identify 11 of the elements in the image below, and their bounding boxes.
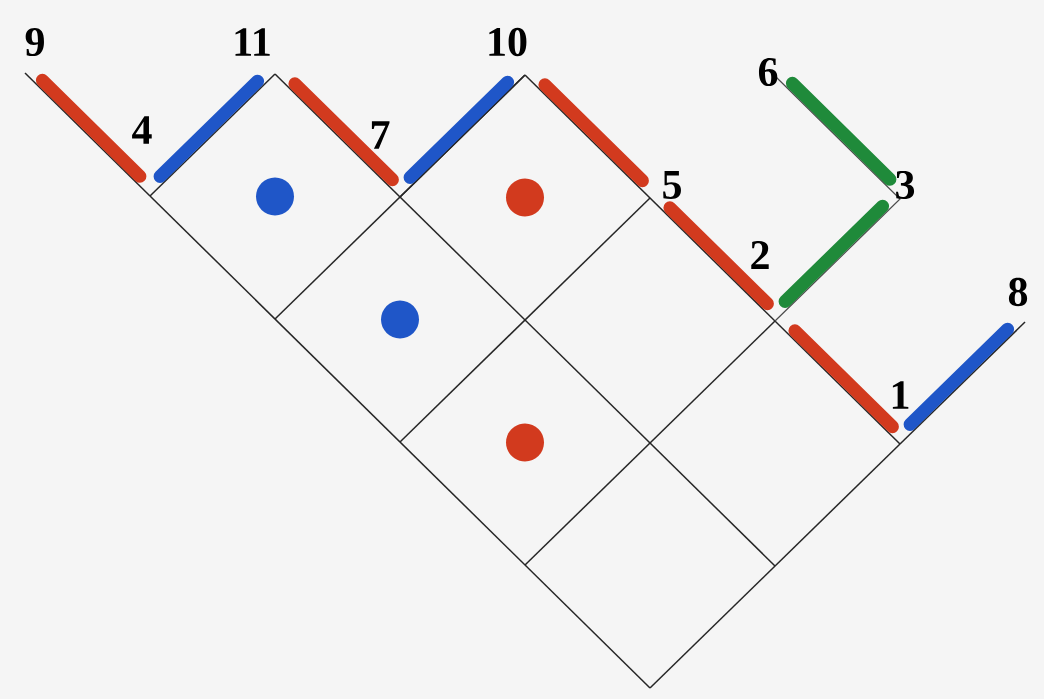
callout-number: 2 [751, 241, 769, 269]
callout-number: 8 [1008, 277, 1028, 307]
callout-number: 9 [25, 27, 44, 57]
callout-number: 4 [132, 116, 152, 144]
callout-number: 10 [489, 27, 527, 57]
callout-number: 3 [896, 170, 915, 200]
callout-number: 7 [371, 121, 390, 149]
callout-number: 11 [235, 28, 270, 56]
callout-number: 1 [892, 381, 909, 409]
callout-number: 5 [663, 171, 681, 199]
callout-number: 6 [758, 57, 778, 87]
